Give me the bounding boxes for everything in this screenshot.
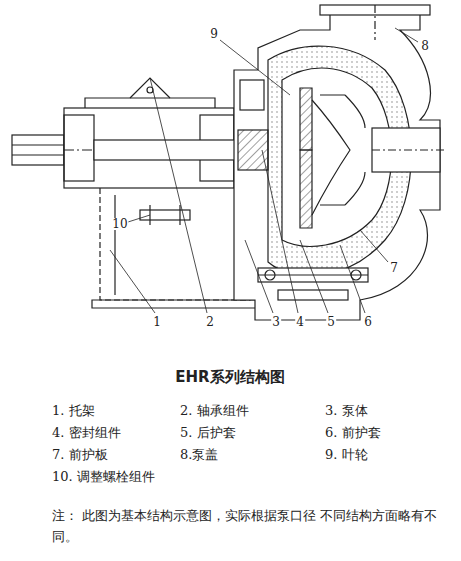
callout-number: 3 (271, 316, 281, 328)
part-list-item: 8.泵盖 (180, 446, 218, 464)
part-list-item: 5. 后护套 (180, 424, 236, 442)
part-list-item: 3. 泵体 (325, 402, 368, 420)
diagram-title: EHR系列结构图 (175, 368, 284, 387)
part-list-item: 2. 轴承组件 (180, 402, 249, 420)
callout-number: 4 (295, 316, 305, 328)
callout-number: 2 (205, 316, 215, 328)
part-list-item: 7. 前护板 (52, 446, 108, 464)
callout-number: 7 (389, 262, 399, 274)
part-list-item: 4. 密封组件 (52, 424, 121, 442)
callout-number: 9 (209, 28, 219, 40)
part-list-item: 6. 前护套 (325, 424, 381, 442)
callout-number: 5 (326, 316, 336, 328)
callout-number: 1 (152, 316, 162, 328)
part-list-item: 9. 叶轮 (325, 446, 368, 464)
callout-number: 10 (111, 218, 128, 230)
callout-number: 6 (363, 316, 373, 328)
callout-number: 8 (420, 40, 430, 52)
note: 注： 此图为基本结构示意图，实际根据泵口径 不同结构方面略有不同。 (52, 506, 442, 548)
part-list-item: 10. 调整螺栓组件 (52, 468, 155, 486)
part-list-item: 1. 托架 (52, 402, 95, 420)
